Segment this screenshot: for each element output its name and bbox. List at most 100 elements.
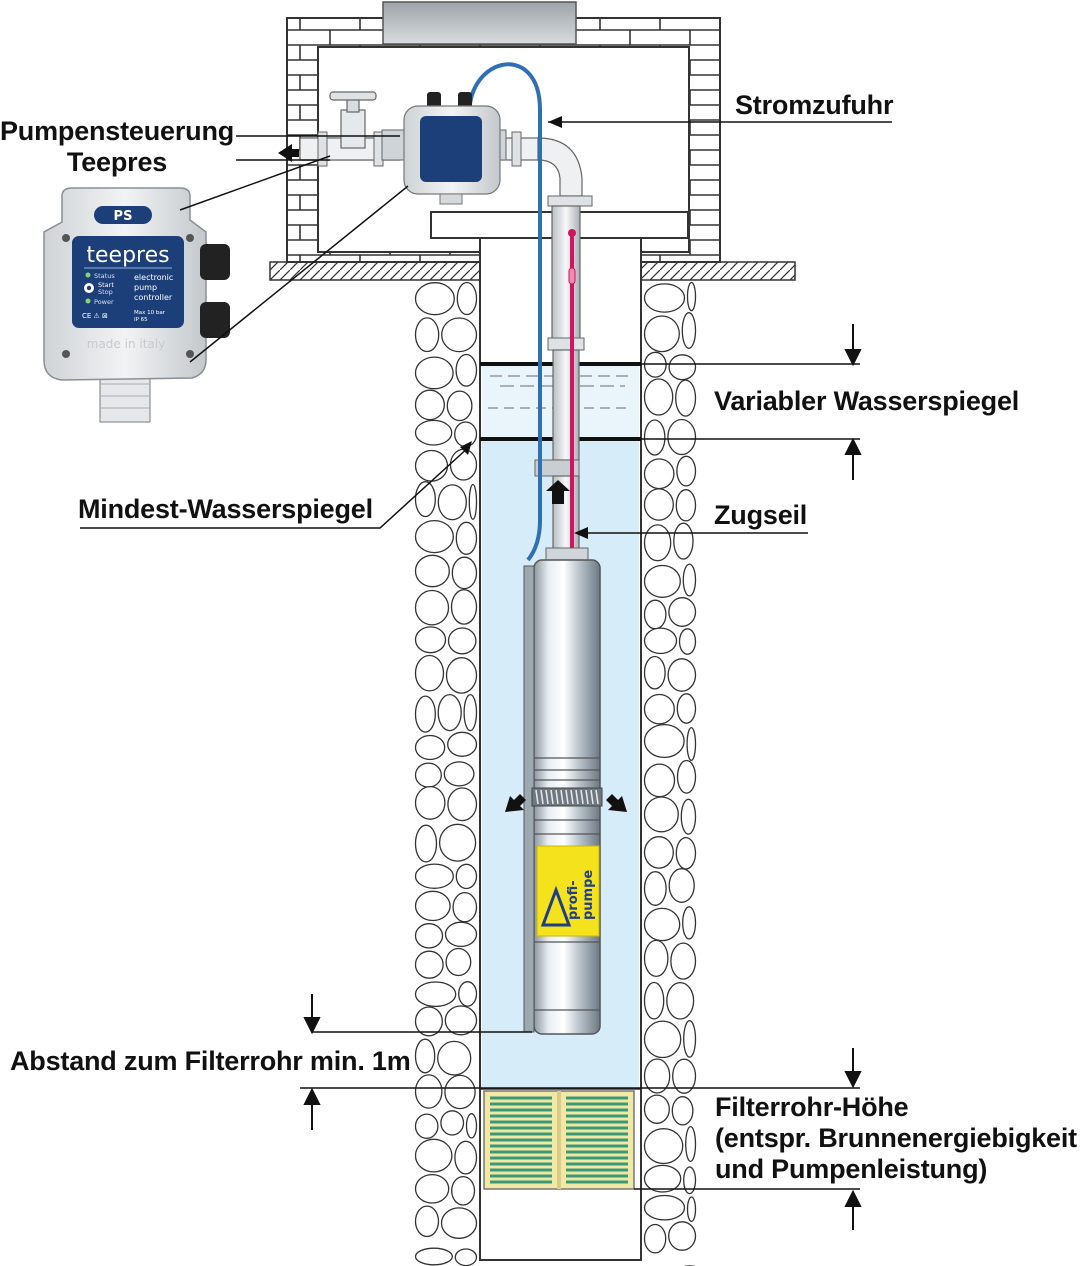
filter-height-label-line3: und Pumpenleistung) [715, 1154, 988, 1184]
gravel-stone [437, 1040, 472, 1076]
gravel-stone [643, 693, 675, 725]
gravel-stone [446, 390, 473, 422]
gravel-stone [643, 723, 685, 759]
controller-start-label: Start [98, 281, 114, 289]
gravel-stone [414, 1006, 443, 1037]
gravel-stone [686, 1196, 697, 1223]
gravel-stone [682, 906, 697, 940]
gravel-stone [414, 1205, 440, 1238]
pump-logo-line2: pumpe [581, 870, 596, 920]
pump-control-label-line1: Pumpensteuerung [0, 116, 235, 146]
gravel-stone [643, 796, 679, 833]
min-water-level-label: Mindest-Wasserspiegel [78, 494, 373, 524]
gravel-stone [675, 489, 697, 522]
gravel-stone [675, 836, 697, 870]
intake-slot [550, 789, 554, 805]
gravel-stone [643, 1194, 686, 1221]
controller-product-image: PS teepres Status Start Stop Power elect… [43, 187, 230, 423]
gravel-stone [440, 1110, 465, 1136]
gravel-stone [451, 1175, 476, 1206]
gravel-stone [643, 981, 665, 1020]
gravel-stone [468, 483, 478, 520]
gravel-stone [643, 1094, 670, 1124]
gravel-stone [643, 871, 667, 906]
gravel-stone [444, 1005, 478, 1036]
gravel-stone [643, 315, 680, 353]
gravel-stone [438, 823, 477, 862]
controller-rating-line2: IP 65 [134, 317, 148, 323]
leader-arrowheads [460, 116, 588, 539]
gravel-stone [667, 418, 697, 456]
gravel-stone [643, 1020, 682, 1059]
gravel-stone [643, 763, 676, 798]
intake-arrows [505, 794, 627, 812]
gravel-stone [456, 281, 478, 316]
gravel-stone [445, 947, 472, 977]
gravel-stone [643, 458, 675, 490]
gravel-stone [414, 824, 438, 863]
gravel-stone [685, 1125, 697, 1163]
gravel-stone [414, 589, 450, 626]
gravel-stone [414, 734, 446, 761]
gravel-stone [643, 1128, 684, 1165]
gravel-stone [643, 599, 667, 630]
gravel-stone [676, 693, 697, 724]
gravel-stone [686, 281, 697, 312]
gravel-stone [452, 891, 478, 923]
power-supply-label: Stromzufuhr [735, 90, 894, 120]
gravel-stone [414, 950, 444, 979]
gravel-stone [444, 921, 478, 948]
gravel-stone [414, 419, 453, 446]
gravel-stone [445, 657, 478, 694]
gravel-stone [680, 798, 697, 835]
controller-badge: PS [114, 209, 133, 224]
gravel-stone [414, 317, 440, 353]
gravel-stone [643, 1223, 667, 1254]
gravel-stone [414, 554, 450, 588]
gravel-stone [681, 312, 697, 349]
power-cable [467, 62, 542, 562]
controller-power-label: Power [94, 298, 114, 306]
gravel-stone [643, 283, 686, 313]
gravel-stone [666, 981, 695, 1020]
distance-filter-label: Abstand zum Filterrohr min. 1m [10, 1046, 411, 1076]
filter-height-label-line1: Filterrohr-Höhe [715, 1092, 909, 1122]
gravel-stone [668, 1221, 697, 1251]
gravel-stone [682, 563, 697, 597]
gravel-stone [673, 522, 694, 560]
gravel-stone [414, 654, 445, 692]
shaft-cover [382, 1, 577, 45]
gravel-stone [672, 1058, 697, 1094]
gravel-stone [447, 787, 478, 822]
gravel-left [414, 281, 478, 1266]
gravel-stone [670, 942, 697, 980]
gravel-stone [449, 448, 478, 481]
controller-made-in: made in italy [87, 337, 165, 351]
intake-slot [535, 789, 539, 805]
outlet-flow-arrow [278, 144, 299, 162]
gravel-stone [454, 1140, 478, 1175]
intake-slot [570, 789, 574, 805]
gravel-stone [643, 524, 672, 562]
gravel-stone [454, 421, 478, 448]
pump-logo: profi- pumpe [536, 845, 600, 937]
pump-control-label-line2: Teepres [66, 147, 168, 177]
gravel-stone [675, 379, 697, 417]
dimension-arrows [303, 324, 862, 1230]
gravel-stone [676, 759, 697, 794]
intake-slot [565, 789, 569, 805]
controller-status-label: Status [94, 272, 115, 280]
pump-control-label: Pumpensteuerung Teepres [0, 116, 234, 178]
controller-stop-label: Stop [98, 288, 113, 296]
gravel-stone [643, 1164, 682, 1193]
gravel-stone [414, 356, 454, 390]
gravel-stone [668, 597, 697, 627]
pull-rope-label: Zugseil [714, 500, 808, 530]
controller-desc-line1: electronic [134, 273, 173, 282]
submersible-pump [523, 547, 603, 1035]
gravel-stone [441, 317, 478, 353]
gravel-stone [440, 1207, 478, 1239]
gravel-stone [455, 521, 478, 555]
gravel-stone [414, 282, 455, 316]
gravel-stone [414, 1138, 453, 1173]
